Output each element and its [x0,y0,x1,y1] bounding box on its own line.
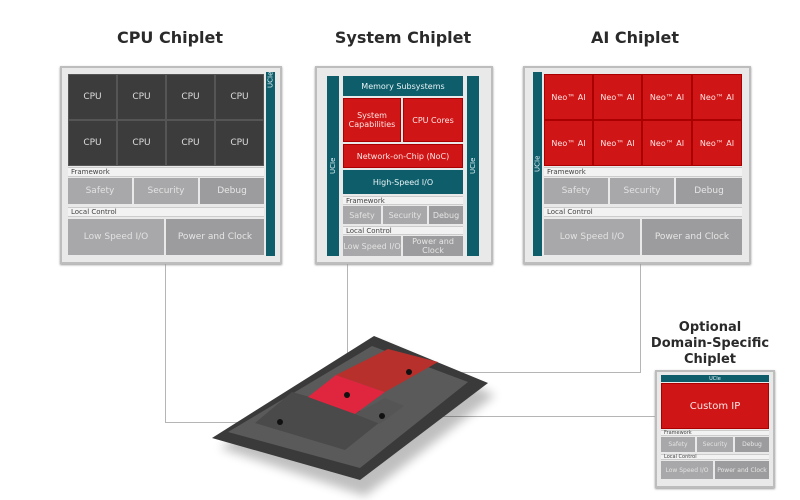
optional-chiplet: UCIe Custom IP Framework Safety Security… [655,370,775,488]
cpu-core: CPU [117,120,166,166]
cpu-core: CPU [68,120,117,166]
title-line: Optional [678,320,742,335]
local-control-label: Local Control [661,454,769,460]
neo-ai-core: Neo™ AI [642,120,692,166]
system-chiplet: UCIe UCIe Memory Subsystems System Capab… [315,66,493,264]
security-block: Security [697,437,733,452]
low-speed-io-block: Low Speed I/O [68,219,164,255]
cpu-die-dot [277,419,283,425]
system-die-dot [344,392,350,398]
cpu-connector-line [165,422,285,423]
cpu-connector-line [165,262,166,422]
framework-label: Framework [544,167,742,177]
cpu-chiplet-title: CPU Chiplet [116,28,224,47]
framework-label: Framework [343,196,463,205]
optional-chiplet-title: Optional Domain-Specific Chiplet [640,320,780,368]
local-control-label: Local Control [68,207,264,217]
neo-ai-core: Neo™ AI [544,74,593,120]
cpu-core: CPU [68,74,117,120]
power-clock-block: Power and Clock [642,219,742,255]
neo-ai-core: Neo™ AI [692,74,742,120]
cpu-cores-block: CPU Cores [403,98,463,142]
safety-block: Safety [343,206,381,224]
custom-ip-block: Custom IP [661,383,769,429]
system-chiplet-title: System Chiplet [334,28,472,47]
framework-label: Framework [661,430,769,436]
cpu-core: CPU [166,74,215,120]
security-block: Security [134,178,198,204]
ai-connector-line [640,262,641,373]
title-line: Chiplet [683,352,737,367]
title-line: Domain-Specific [650,336,770,351]
noc-block: Network-on-Chip (NoC) [343,144,463,168]
ai-chiplet-title: AI Chiplet [591,28,679,47]
safety-block: Safety [661,437,695,452]
cpu-core: CPU [117,74,166,120]
local-control-label: Local Control [544,207,742,217]
framework-label: Framework [68,167,264,177]
ai-chiplet: UCIe Neo™ AI Neo™ AI Neo™ AI Neo™ AI Neo… [523,66,751,264]
low-speed-io-block: Low Speed I/O [661,461,713,479]
ai-die-dot [406,369,412,375]
neo-ai-core: Neo™ AI [544,120,593,166]
system-capabilities-block: System Capabilities [343,98,401,142]
low-speed-io-block: Low Speed I/O [343,236,401,256]
debug-block: Debug [676,178,742,204]
neo-ai-core: Neo™ AI [642,74,692,120]
power-clock-block: Power and Clock [403,236,463,256]
cpu-core: CPU [215,120,264,166]
debug-block: Debug [735,437,769,452]
cpu-core: CPU [215,74,264,120]
neo-ai-core: Neo™ AI [593,74,642,120]
ucie-interface: UCIe [661,375,769,382]
cpu-die [255,392,385,450]
cpu-chiplet: CPU CPU CPU CPU CPU CPU CPU CPU Framewor… [60,66,282,264]
debug-block: Debug [429,206,463,224]
safety-block: Safety [544,178,608,204]
power-clock-block: Power and Clock [166,219,264,255]
system-connector-line [347,262,348,397]
cpu-core: CPU [166,120,215,166]
security-block: Security [383,206,427,224]
local-control-label: Local Control [343,226,463,235]
low-speed-io-block: Low Speed I/O [544,219,640,255]
power-clock-block: Power and Clock [715,461,769,479]
neo-ai-core: Neo™ AI [692,120,742,166]
security-block: Security [610,178,674,204]
memory-subsystems-block: Memory Subsystems [343,76,463,96]
safety-block: Safety [68,178,132,204]
optional-connector-line [385,416,655,417]
high-speed-io-block: High-Speed I/O [343,170,463,194]
optional-die [355,398,404,424]
neo-ai-core: Neo™ AI [593,120,642,166]
debug-block: Debug [200,178,264,204]
ai-die [336,349,438,392]
ai-connector-line [410,372,641,373]
optional-die-dot [379,413,385,419]
